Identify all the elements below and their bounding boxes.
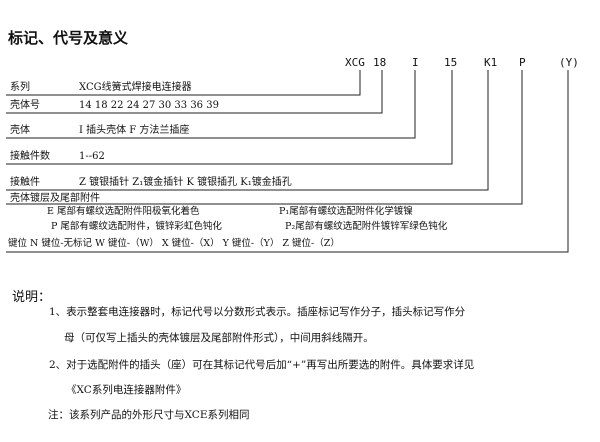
explain-title: 说明： xyxy=(12,290,52,305)
code-finish: P xyxy=(519,56,526,69)
code-shell: I xyxy=(412,56,419,69)
row-shell-label: 壳体 xyxy=(10,125,30,136)
row-contacts-count-value: 1--62 xyxy=(79,151,105,162)
bracket-finish xyxy=(6,70,523,205)
page-title: 标记、代号及意义 xyxy=(8,29,129,47)
explain-line-2: 母（可仅写上插头的壳体镀层及尾部附件形式），中间用斜线隔开。 xyxy=(64,332,374,344)
row-finish-label: 壳体镀层及尾部附件 xyxy=(10,193,100,204)
row-shell-value: I 插头壳体 F 方法兰插座 xyxy=(79,125,190,136)
row-series-value: XCG线簧式焊接电连接器 xyxy=(79,82,192,93)
code-contact-type: K1 xyxy=(484,56,498,69)
finish-option-e: E 尾部有螺纹选配附件阳极氧化着色 xyxy=(47,206,200,217)
bracket-series xyxy=(6,70,361,96)
code-series: XCG xyxy=(345,56,365,69)
code-contacts-count: 15 xyxy=(444,56,458,69)
explain-line-3: 2、对于选配附件的插头（座）可在其标记代号后加“+”再写出所要选的附件。具体要求… xyxy=(49,359,475,371)
bracket-contacts-count xyxy=(6,70,453,165)
bracket-shell xyxy=(6,70,416,139)
bracket-contact-type xyxy=(6,70,489,191)
row-keying: 键位 N 键位-无标记 W 键位-（W） X 键位-（X） Y 键位-（Y） Z… xyxy=(8,238,340,249)
row-contact-type-label: 接触件 xyxy=(10,177,40,188)
row-contacts-count-label: 接触件数 xyxy=(10,151,50,162)
code-keying: (Y) xyxy=(559,56,579,69)
row-shell-size-label: 壳体号 xyxy=(10,100,40,111)
row-series-label: 系列 xyxy=(10,82,30,93)
explain-line-1: 1、表示整套电连接器时，标记代号以分数形式表示。插座标记写作分子，插头标记写作分 xyxy=(49,306,466,318)
row-shell-size-value: 14 18 22 24 27 30 33 36 39 xyxy=(79,100,219,111)
code-shell-size: 18 xyxy=(373,56,387,69)
bracket-keying xyxy=(6,70,569,253)
bracket-shell-size xyxy=(6,70,383,114)
footnote: 注：该系列产品的外形尺寸与XCE系列相同 xyxy=(48,409,250,421)
explain-line-4: 《XC系列电连接器附件》 xyxy=(66,384,187,396)
finish-option-p1: P₁尾部有螺纹选配附件化学镀镍 xyxy=(279,206,413,217)
finish-option-p2: P₂尾部有螺纹选配附件镀锌军绿色钝化 xyxy=(285,221,448,232)
finish-option-p: P 尾部有螺纹选配附件，镀锌彩虹色钝化 xyxy=(51,221,222,232)
row-contact-type-value: Z 镀银插针 Z₁镀金插针 K 镀银插孔 K₁镀金插孔 xyxy=(79,177,292,188)
